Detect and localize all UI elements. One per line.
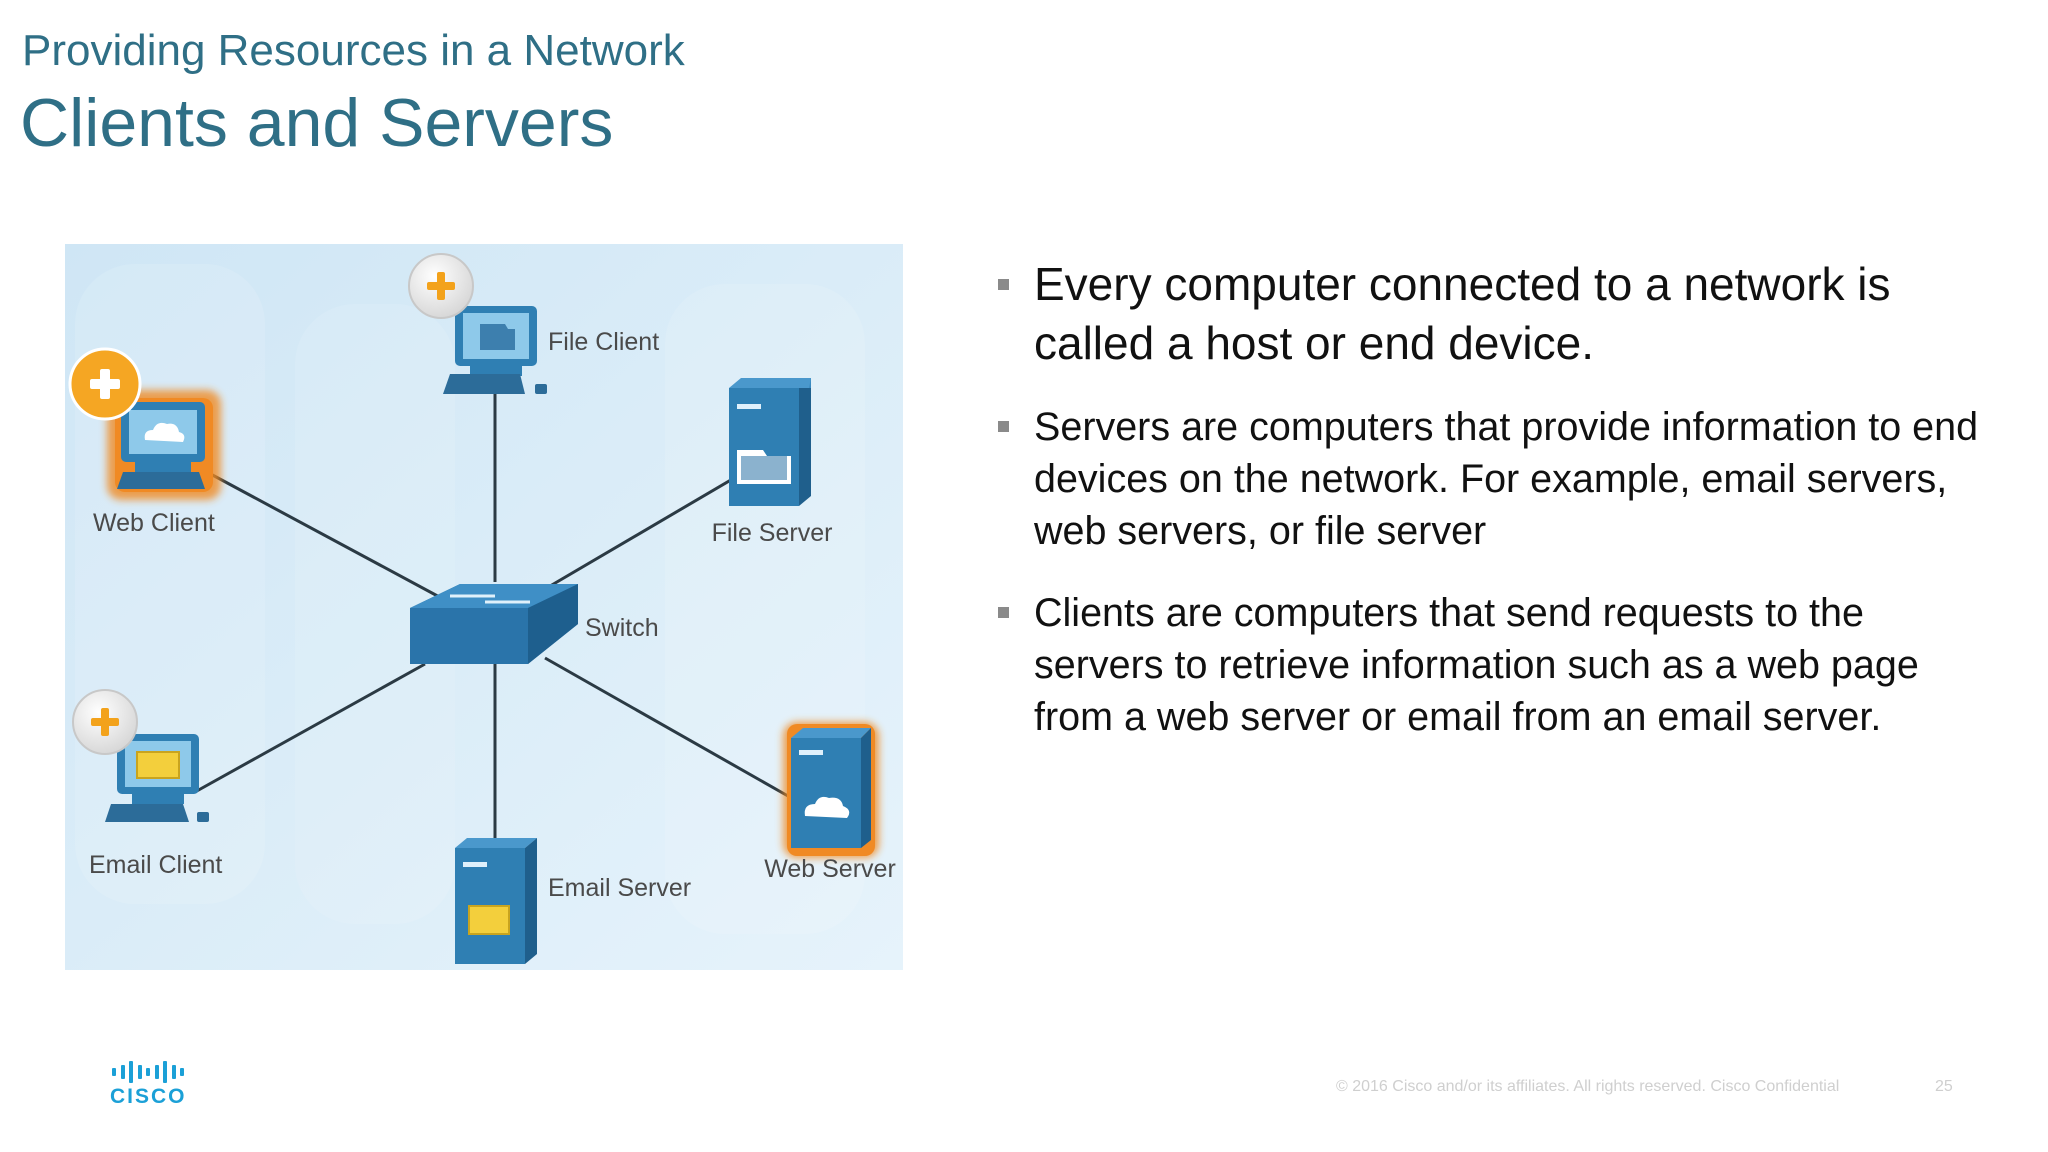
bullet-text: Every computer connected to a network is… (1034, 258, 1891, 369)
switch-icon (410, 584, 578, 664)
file-client-label: File Client (548, 328, 659, 356)
cisco-logo-text: CISCO (110, 1085, 187, 1108)
web-server-label: Web Server (764, 855, 896, 883)
web-client-computer-icon (107, 390, 221, 500)
bullet-marker (998, 607, 1009, 618)
network-links (194, 394, 800, 862)
page-number: 25 (1935, 1078, 1953, 1095)
slide-title: Clients and Servers (20, 85, 614, 161)
bullet-item: Every computer connected to a network is… (996, 255, 1996, 373)
web-server-icon (783, 722, 879, 858)
footer-copyright: © 2016 Cisco and/or its affiliates. All … (1336, 1078, 1840, 1095)
plus-badge-file-client-icon (408, 253, 474, 319)
email-client-computer-icon (105, 734, 209, 822)
file-server-icon (729, 378, 811, 506)
link-web-client (204, 469, 446, 602)
email-server-label: Email Server (548, 874, 691, 902)
link-email-client (194, 662, 426, 794)
file-client-computer-icon (443, 306, 547, 394)
link-web-server (544, 656, 789, 798)
file-server-label: File Server (712, 519, 833, 547)
cisco-logo: CISCO (110, 1060, 196, 1108)
bullet-text: Clients are computers that send requests… (1034, 591, 1919, 739)
slide-subtitle: Providing Resources in a Network (22, 26, 685, 75)
cisco-logo-bars-icon (110, 1060, 196, 1084)
email-server-icon (455, 838, 537, 964)
plus-badge-email-client-icon (72, 689, 138, 755)
bullet-item: Servers are computers that provide infor… (996, 401, 1996, 557)
plus-badge-web-client-icon (68, 347, 142, 421)
switch-label: Switch (585, 614, 659, 642)
bullet-marker (998, 279, 1009, 290)
bullet-text: Servers are computers that provide infor… (1034, 405, 1979, 553)
bullet-item: Clients are computers that send requests… (996, 587, 1996, 743)
email-client-label: Email Client (89, 851, 222, 879)
bullet-list: Every computer connected to a network is… (996, 255, 1996, 773)
network-diagram-svg: Switch File Client (65, 244, 903, 970)
web-client-label: Web Client (93, 509, 215, 537)
bullet-marker (998, 421, 1009, 432)
network-diagram: Switch File Client (65, 244, 903, 970)
